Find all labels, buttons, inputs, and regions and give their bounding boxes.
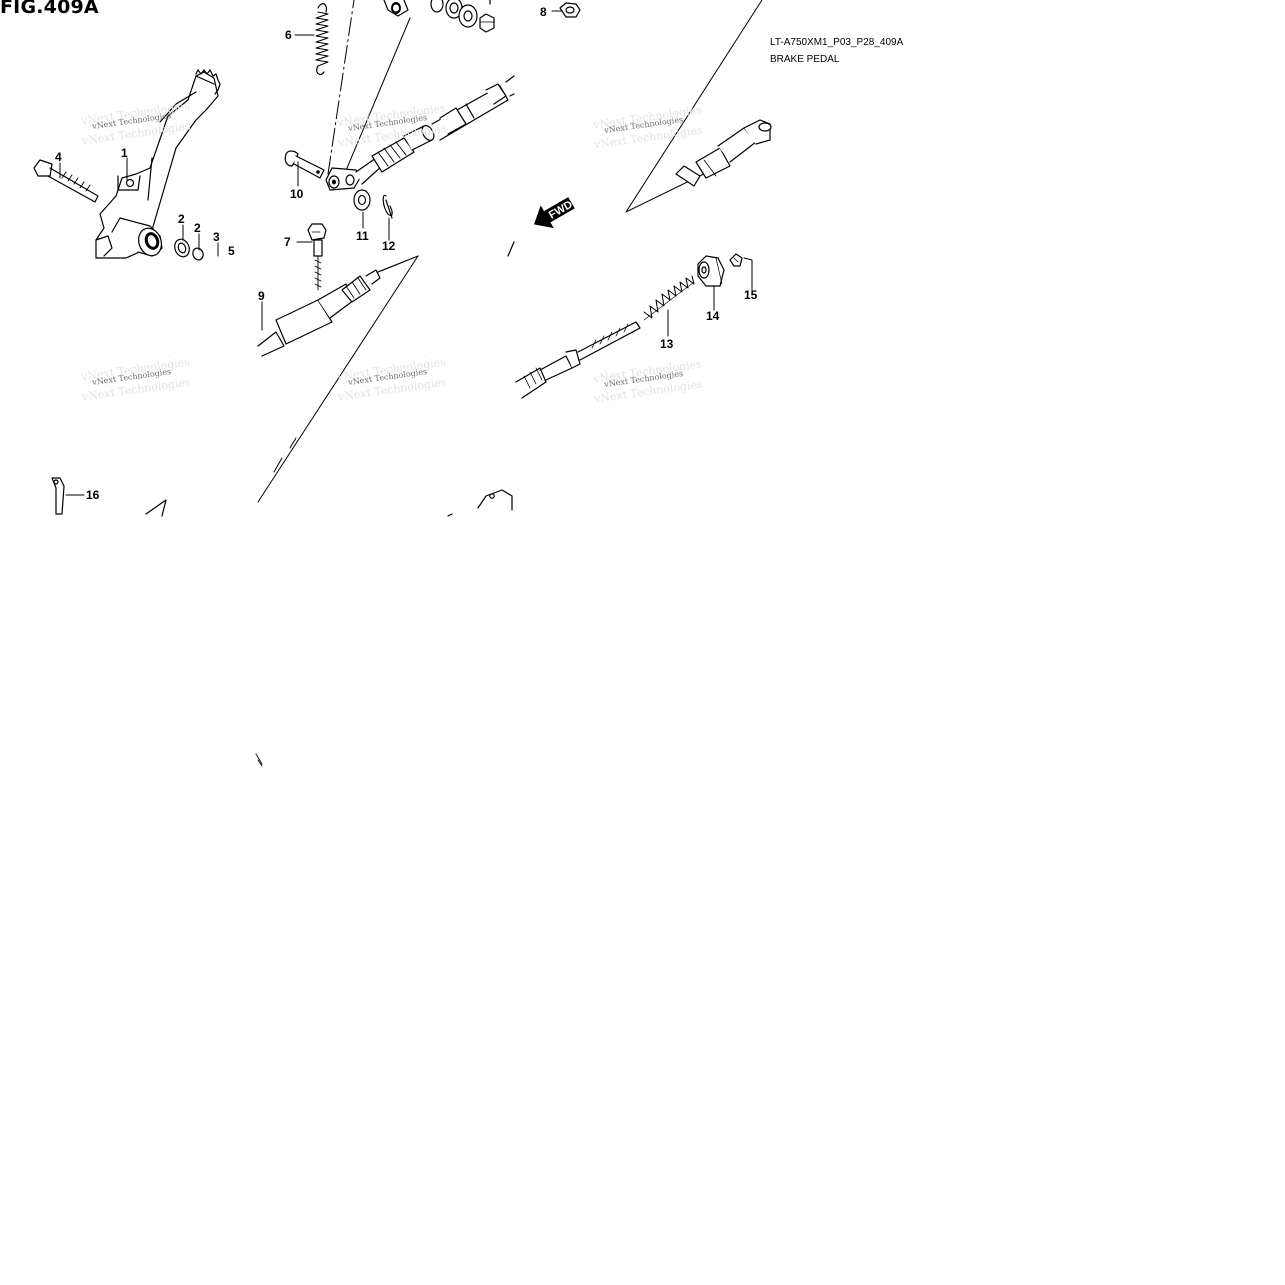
callout-10: 10 xyxy=(290,187,304,201)
callout-8: 8 xyxy=(540,5,547,19)
callout-2a: 2 xyxy=(178,212,185,226)
callout-12: 12 xyxy=(382,239,396,253)
callout-7: 7 xyxy=(284,235,291,249)
callout-13: 13 xyxy=(660,337,674,351)
callout-2b: 2 xyxy=(194,221,201,235)
linkage-drawing xyxy=(145,0,515,767)
callout-15: 15 xyxy=(744,288,758,302)
callout-11: 11 xyxy=(356,229,369,243)
callout-5: 5 xyxy=(228,244,235,258)
fwd-arrow-icon: FWD xyxy=(534,197,575,229)
callout-3: 3 xyxy=(213,230,220,244)
brake-pedal-drawing xyxy=(33,69,221,261)
callout-labels: 1 2 2 3 4 5 6 7 8 9 10 11 12 13 14 15 16 xyxy=(55,5,758,502)
figure-code: LT-A750XM1_P03_P28_409A xyxy=(770,37,904,48)
leader-lines xyxy=(59,10,753,496)
callout-9: 9 xyxy=(258,289,265,303)
rear-cable-drawing xyxy=(447,0,772,517)
fwd-label: FWD xyxy=(547,199,575,222)
callout-14: 14 xyxy=(706,309,720,323)
callout-16: 16 xyxy=(86,488,100,502)
callout-1: 1 xyxy=(121,146,128,160)
callout-6: 6 xyxy=(285,28,292,42)
callout-4: 4 xyxy=(55,150,62,164)
figure-name: BRAKE PEDAL xyxy=(770,54,840,65)
figure-title: FIG.409A xyxy=(0,0,99,18)
clip-drawing xyxy=(51,477,65,515)
